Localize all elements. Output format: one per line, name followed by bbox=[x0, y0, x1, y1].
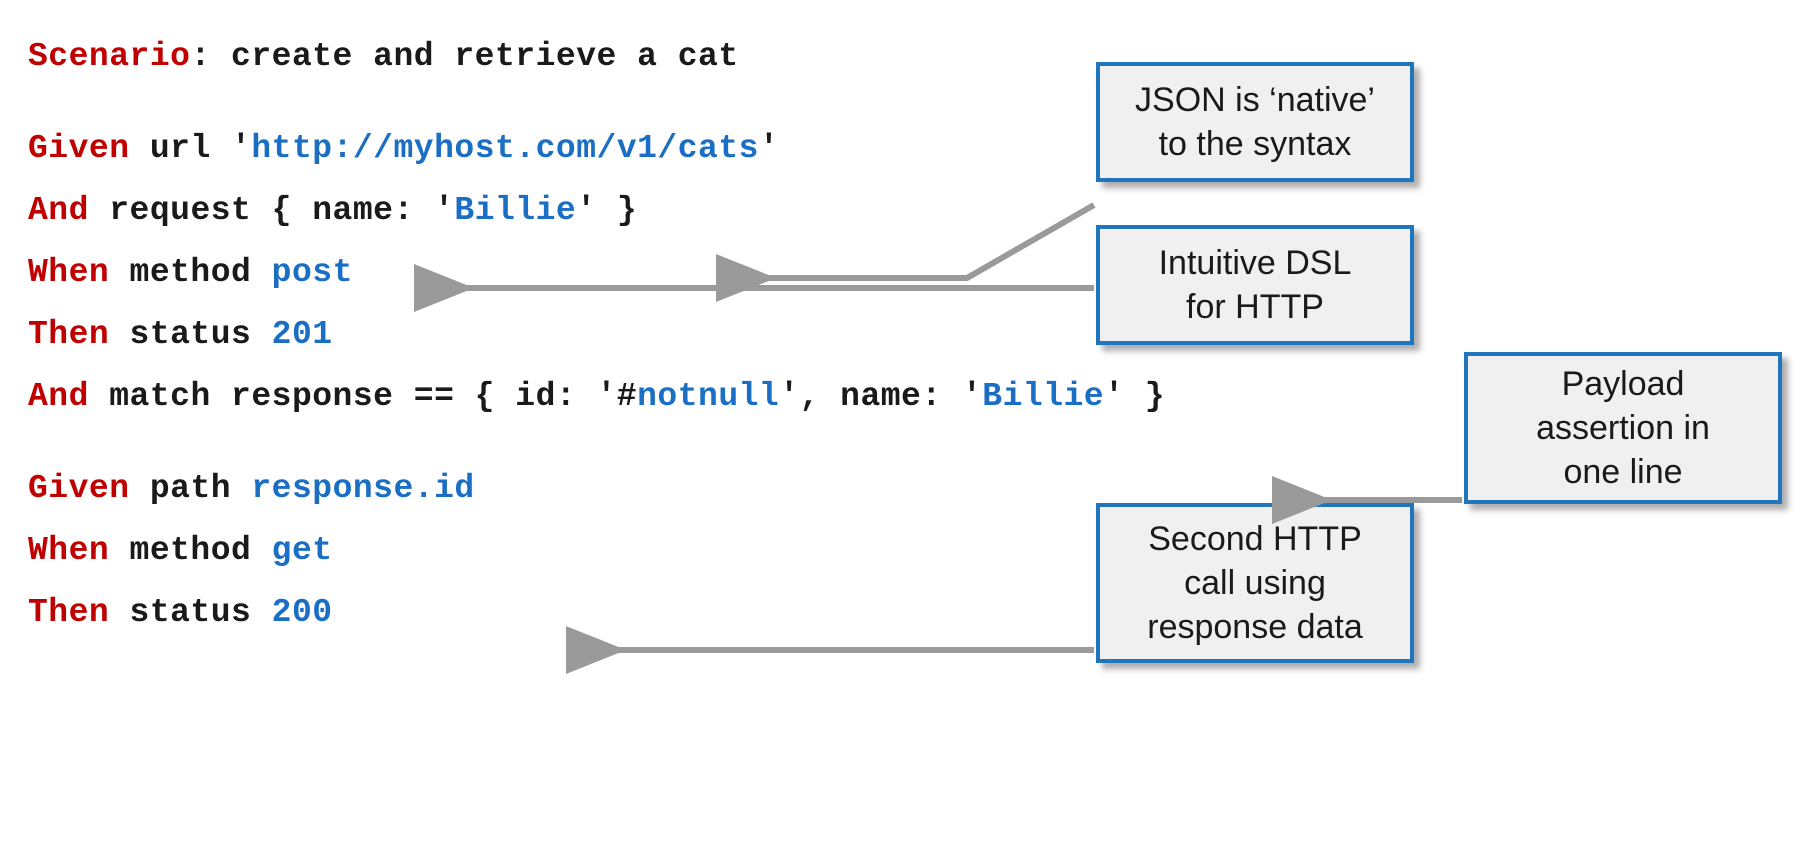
callout-json-native-text: JSON is ‘native’ to the syntax bbox=[1135, 80, 1375, 163]
code-token-and-request-0: And bbox=[28, 192, 89, 229]
code-token-given-path-1: path bbox=[129, 470, 252, 507]
code-token-given-url-1: url ' bbox=[129, 130, 252, 167]
code-line-then-status-200: Then status 200 bbox=[28, 582, 1088, 644]
code-line-scenario: Scenario: create and retrieve a cat bbox=[28, 26, 1088, 88]
callout-intuitive-dsl: Intuitive DSL for HTTP bbox=[1096, 225, 1414, 345]
code-token-and-match-response-4: Billie bbox=[982, 378, 1105, 415]
code-token-then-status-200-0: Then bbox=[28, 594, 110, 631]
code-token-then-status-201-2: 201 bbox=[271, 316, 333, 353]
code-line-when-method-post: When method post bbox=[28, 242, 1088, 304]
code-token-given-url-0: Given bbox=[28, 130, 130, 167]
code-token-when-method-post-0: When bbox=[28, 254, 110, 291]
code-token-when-method-get-1: method bbox=[109, 532, 272, 569]
code-token-when-method-get-0: When bbox=[28, 532, 110, 569]
code-token-then-status-200-2: 200 bbox=[271, 594, 333, 631]
code-token-and-match-response-2: notnull bbox=[637, 378, 780, 415]
code-token-given-path-0: Given bbox=[28, 470, 130, 507]
code-token-then-status-201-0: Then bbox=[28, 316, 110, 353]
code-token-scenario-0: Scenario bbox=[28, 38, 191, 75]
code-line-when-method-get: When method get bbox=[28, 520, 1088, 582]
code-token-and-request-1: request { name: ' bbox=[88, 192, 455, 229]
callout-second-http-text: Second HTTP call using response data bbox=[1147, 519, 1363, 647]
code-line-then-status-201: Then status 201 bbox=[28, 304, 1088, 366]
callout-second-http: Second HTTP call using response data bbox=[1096, 503, 1414, 663]
code-line-and-match-response: And match response == { id: '#notnull', … bbox=[28, 366, 1165, 428]
code-token-scenario-1: : create and retrieve a cat bbox=[190, 38, 739, 75]
code-line-blank-2 bbox=[28, 428, 1088, 458]
code-line-blank-1 bbox=[28, 88, 1088, 118]
code-token-and-match-response-5: ' } bbox=[1104, 378, 1166, 415]
code-token-given-url-3: ' bbox=[758, 130, 780, 167]
code-line-and-request: And request { name: 'Billie' } bbox=[28, 180, 1088, 242]
code-token-and-match-response-1: match response == { id: '# bbox=[88, 378, 638, 415]
callout-payload-assertion-text: Payload assertion in one line bbox=[1536, 364, 1710, 492]
code-token-given-path-2: response.id bbox=[251, 470, 475, 507]
code-token-given-url-2: http://myhost.com/v1/cats bbox=[251, 130, 759, 167]
callout-json-native: JSON is ‘native’ to the syntax bbox=[1096, 62, 1414, 182]
callout-payload-assertion: Payload assertion in one line bbox=[1464, 352, 1782, 504]
code-token-and-request-2: Billie bbox=[454, 192, 577, 229]
code-token-and-request-3: ' } bbox=[576, 192, 638, 229]
code-line-given-path: Given path response.id bbox=[28, 458, 1088, 520]
callout-intuitive-dsl-text: Intuitive DSL for HTTP bbox=[1158, 243, 1352, 326]
code-token-when-method-get-2: get bbox=[271, 532, 333, 569]
code-token-and-match-response-3: ', name: ' bbox=[779, 378, 983, 415]
code-token-when-method-post-2: post bbox=[271, 254, 353, 291]
code-token-when-method-post-1: method bbox=[109, 254, 272, 291]
code-token-then-status-201-1: status bbox=[109, 316, 272, 353]
code-token-and-match-response-0: And bbox=[28, 378, 89, 415]
code-line-given-url: Given url 'http://myhost.com/v1/cats' bbox=[28, 118, 1088, 180]
code-token-then-status-200-1: status bbox=[109, 594, 272, 631]
